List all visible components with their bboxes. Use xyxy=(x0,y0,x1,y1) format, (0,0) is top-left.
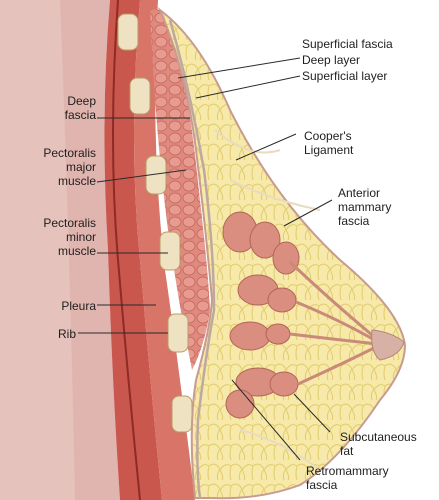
pectoralis-minor-muscle xyxy=(134,0,195,500)
intercostal-muscle xyxy=(104,0,162,500)
chest-wall-shading xyxy=(60,0,120,500)
pectoralis-major-muscle xyxy=(150,9,210,370)
label-pectoralis-major-muscle: Pectoralis major muscle xyxy=(43,146,96,188)
label-superficial-fascia: Superficial fascia xyxy=(302,37,393,51)
label-deep-fascia: Deep fascia xyxy=(64,94,96,122)
lactiferous-ducts xyxy=(288,260,379,386)
label-superficial-layer: Superficial layer xyxy=(302,69,388,83)
ribs xyxy=(117,13,193,433)
label-rib: Rib xyxy=(57,327,76,341)
label-deep-layer: Deep layer xyxy=(302,53,361,67)
leader-lines xyxy=(78,57,333,461)
glandular-tissue xyxy=(222,211,300,419)
label-pleura: Pleura xyxy=(61,299,96,313)
superficial-fascia-deep-layer xyxy=(168,19,216,499)
pleura-line xyxy=(112,0,141,500)
label-subcutaneous-fat: Subcutaneous fat xyxy=(340,430,417,458)
label-retromammary-fascia: Retromammary fascia xyxy=(306,464,389,492)
coopers-ligaments xyxy=(214,129,321,471)
nipple xyxy=(371,329,405,361)
label-coopers-ligament: Cooper's Ligament xyxy=(304,129,354,157)
label-pectoralis-minor-muscle: Pectoralis minor muscle xyxy=(43,216,96,258)
label-anterior-mammary-fascia: Anterior mammary fascia xyxy=(338,186,392,228)
